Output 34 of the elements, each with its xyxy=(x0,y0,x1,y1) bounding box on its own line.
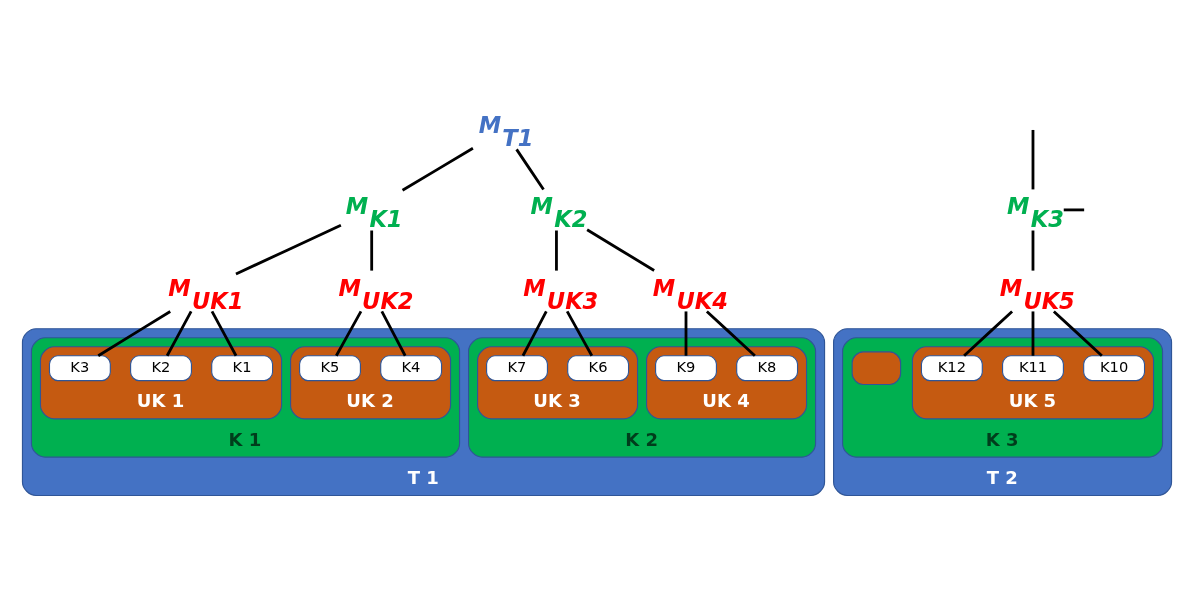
node-box: K1 xyxy=(211,354,274,381)
node-box: K3 xyxy=(48,354,111,381)
node-box: K4 xyxy=(380,354,443,381)
connector xyxy=(401,146,474,191)
node-box: K6 xyxy=(567,354,630,381)
connector xyxy=(370,230,374,271)
connector xyxy=(210,310,238,356)
connector xyxy=(555,230,558,271)
connector xyxy=(521,310,548,356)
connector xyxy=(1031,230,1035,271)
node-box: K5 xyxy=(299,354,361,381)
connector xyxy=(380,310,407,356)
connector xyxy=(963,309,1014,357)
connector xyxy=(235,223,342,275)
connector xyxy=(515,148,545,190)
node-box: K9 xyxy=(655,354,717,381)
connector xyxy=(165,310,193,356)
connector xyxy=(1063,208,1085,211)
node-box: K8 xyxy=(736,354,799,381)
connector xyxy=(1031,129,1035,189)
connector xyxy=(565,310,594,356)
connector xyxy=(1031,310,1035,356)
node-box: K2 xyxy=(130,354,192,381)
connector xyxy=(705,309,756,357)
connector xyxy=(684,310,688,356)
connector xyxy=(335,310,363,356)
connector xyxy=(586,228,655,272)
node-box: K12 xyxy=(920,354,983,381)
node-box xyxy=(851,350,902,385)
connector xyxy=(97,309,171,357)
connector xyxy=(1052,309,1103,357)
node-box: K10 xyxy=(1083,354,1146,381)
node-box: K11 xyxy=(1002,354,1064,381)
node-box: K7 xyxy=(486,354,548,381)
